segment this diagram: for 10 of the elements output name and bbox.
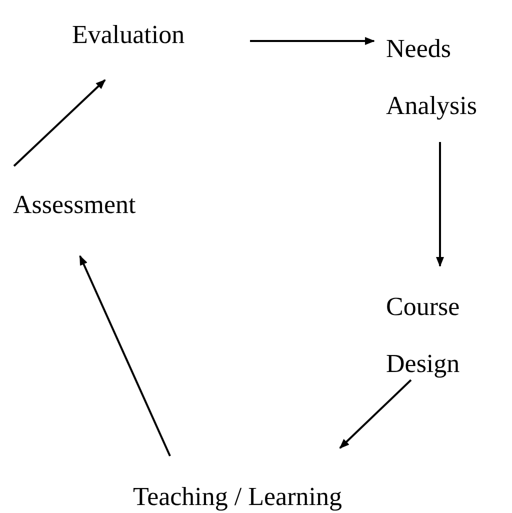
node-label: Needs Analysis: [386, 33, 478, 122]
node-label: Evaluation: [72, 20, 186, 50]
arrow: [339, 379, 412, 449]
node-label: Teaching / Learning: [133, 482, 343, 512]
node-label: Course Design: [386, 291, 461, 380]
arrow: [436, 142, 444, 267]
arrow: [250, 37, 375, 45]
arrow: [13, 79, 106, 167]
arrow: [79, 255, 171, 456]
node-label: Assessment: [13, 190, 137, 220]
